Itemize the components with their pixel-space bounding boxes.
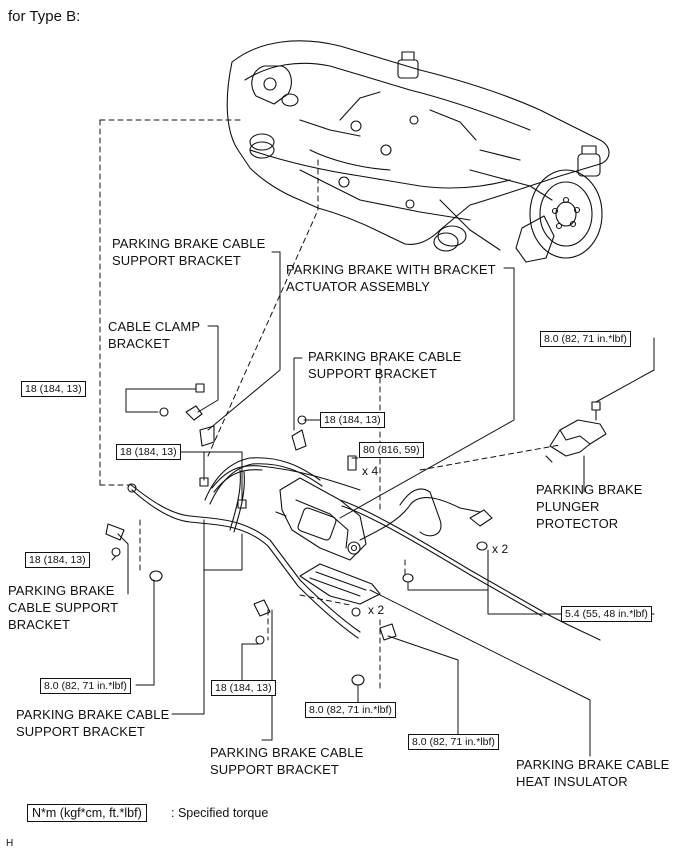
torque-spec: 80 (816, 59)	[359, 442, 424, 458]
torque-spec: 18 (184, 13)	[211, 680, 276, 696]
leader-lines	[111, 251, 655, 757]
small-brackets	[105, 383, 488, 686]
plunger-protector	[545, 401, 607, 463]
legend-description: : Specified torque	[171, 806, 269, 820]
qty-x2-nut: x 2	[492, 542, 509, 556]
reference-lines	[99, 119, 561, 691]
torque-spec: 8.0 (82, 71 in.*lbf)	[305, 702, 396, 718]
torque-spec: 18 (184, 13)	[116, 444, 181, 460]
legend-torque-unit: N*m (kgf*cm, ft.*lbf)	[27, 804, 147, 822]
qty-x4: x 4	[362, 464, 379, 478]
torque-spec: 18 (184, 13)	[320, 412, 385, 428]
footer-code: H	[6, 838, 14, 849]
torque-spec: 18 (184, 13)	[21, 381, 86, 397]
torque-spec: 8.0 (82, 71 in.*lbf)	[40, 678, 131, 694]
torque-spec: 8.0 (82, 71 in.*lbf)	[540, 331, 631, 347]
torque-spec: 8.0 (82, 71 in.*lbf)	[408, 734, 499, 750]
heat-insulator	[299, 563, 381, 605]
qty-x2-bolt: x 2	[368, 603, 385, 617]
torque-spec: 5.4 (55, 48 in.*lbf)	[561, 606, 652, 622]
torque-spec: 18 (184, 13)	[25, 552, 90, 568]
diagram-title: for Type B:	[8, 8, 81, 25]
rear-axle-assembly	[226, 40, 610, 263]
parking-brake-cables	[129, 457, 601, 641]
actuator-assembly	[275, 477, 367, 561]
